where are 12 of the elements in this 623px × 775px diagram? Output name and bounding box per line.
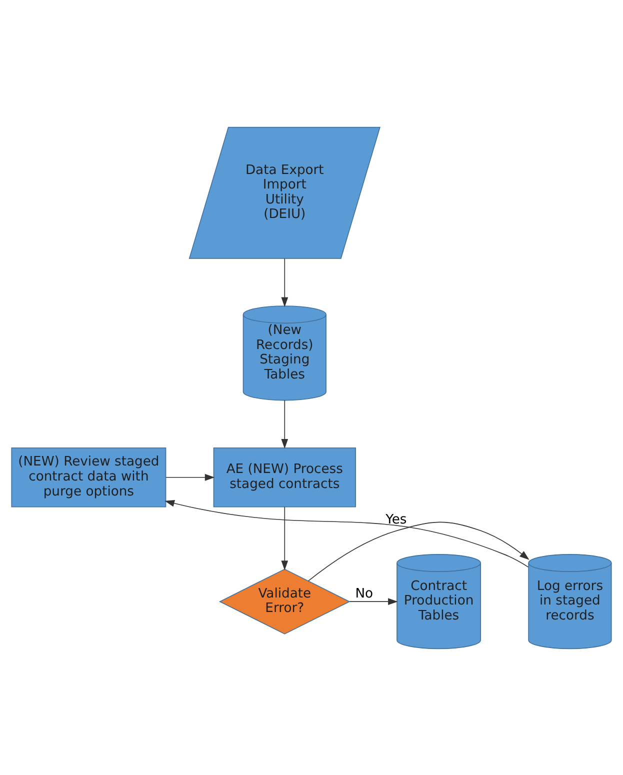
arrow <box>164 499 529 567</box>
arrow <box>349 598 398 605</box>
arrow <box>281 399 288 448</box>
arrow <box>166 473 215 480</box>
node-box: AE (NEW) Process staged contracts <box>213 446 356 507</box>
arrow <box>281 506 288 570</box>
node-diamond: Validate Error? <box>218 568 350 634</box>
node-box: (NEW) Review staged contract data with purge options <box>11 446 166 507</box>
edge-label: No <box>355 586 374 601</box>
arrow <box>281 258 288 307</box>
arrow <box>308 521 530 581</box>
edge-label: Yes <box>386 512 407 528</box>
